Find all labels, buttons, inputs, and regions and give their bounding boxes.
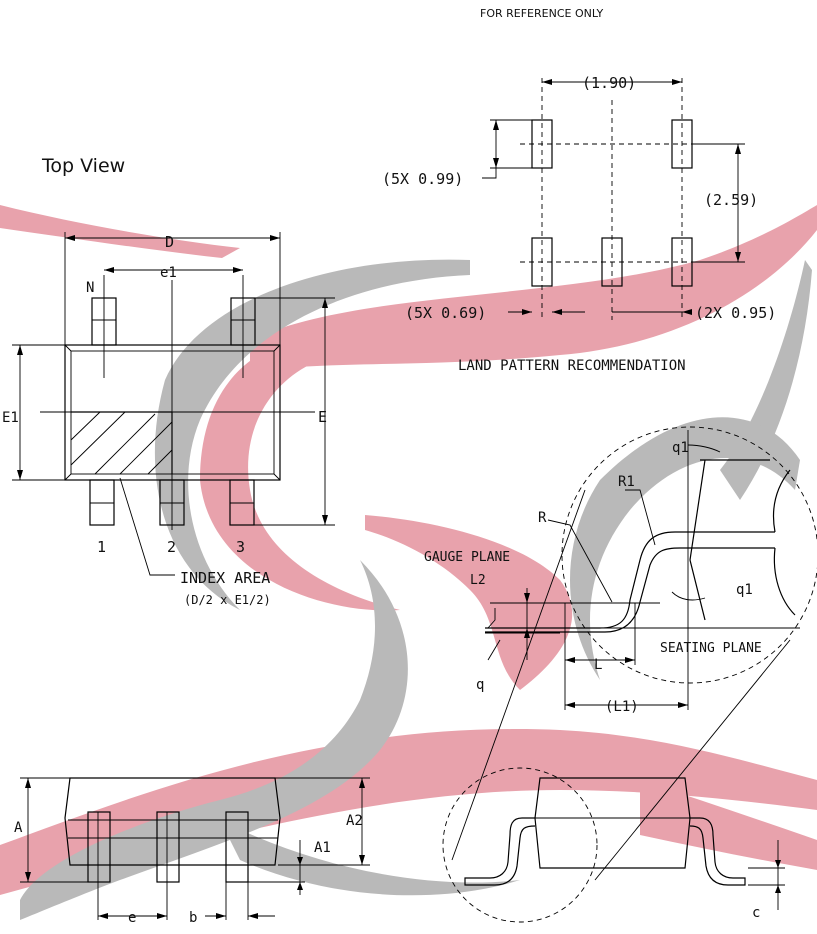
profile-lead-right bbox=[689, 817, 746, 886]
label-n: N bbox=[86, 280, 94, 296]
side-lead-1 bbox=[87, 811, 111, 883]
profile-view bbox=[464, 777, 785, 910]
watermark-logo bbox=[0, 205, 817, 920]
detail-magnify-circle bbox=[561, 426, 817, 684]
watermark-gray-arc bbox=[154, 259, 470, 610]
watermark-red-left-swirl bbox=[200, 340, 400, 611]
watermark-red-lower-right bbox=[640, 780, 817, 870]
land-pattern bbox=[482, 78, 745, 320]
watermark-gray-bottom-sweep bbox=[220, 820, 520, 896]
side-view-callout-circle bbox=[442, 767, 598, 923]
seating-plane-label: SEATING PLANE bbox=[660, 641, 762, 656]
watermark-red-mid bbox=[365, 515, 573, 690]
label-r: R bbox=[538, 510, 547, 526]
label-a1: A1 bbox=[314, 840, 331, 856]
label-l: L bbox=[594, 657, 602, 673]
watermark-gray-right-arc bbox=[570, 417, 800, 680]
gauge-plane-label: GAUGE PLANE bbox=[424, 550, 510, 565]
top-view bbox=[12, 232, 335, 576]
profile-lead-left bbox=[464, 817, 536, 886]
lead-pin3 bbox=[229, 479, 255, 526]
label-q1-side: q1 bbox=[736, 582, 753, 598]
dim-pitch: (2X 0.95) bbox=[695, 304, 776, 322]
watermark-gray-tail bbox=[20, 560, 408, 920]
label-q1-top: q1 bbox=[672, 440, 689, 456]
side-view bbox=[20, 777, 370, 920]
pin-3-label: 3 bbox=[236, 538, 245, 556]
label-e: E bbox=[318, 408, 327, 426]
top-view-title: Top View bbox=[41, 155, 125, 177]
dim-pad-wid: (5X 0.69) bbox=[405, 304, 486, 322]
dim-row-span: (2.59) bbox=[704, 191, 758, 209]
label-e-pitch: e bbox=[128, 910, 136, 926]
pin-1-label: 1 bbox=[97, 538, 106, 556]
label-l2: L2 bbox=[470, 573, 486, 588]
label-d: D bbox=[165, 233, 174, 251]
label-a: A bbox=[14, 820, 23, 836]
side-lead-2 bbox=[156, 811, 180, 883]
index-area-formula: (D/2 x E1/2) bbox=[184, 593, 271, 607]
label-c: c bbox=[752, 905, 760, 921]
watermark-red-lower bbox=[0, 729, 817, 895]
watermark-red-right-arm bbox=[250, 205, 817, 372]
lead-pin1 bbox=[89, 479, 115, 526]
label-r1: R1 bbox=[618, 474, 635, 490]
lead-profile bbox=[485, 531, 775, 629]
pin-2-label: 2 bbox=[167, 538, 176, 556]
index-area-label: INDEX AREA bbox=[180, 569, 270, 587]
label-a2: A2 bbox=[346, 813, 363, 829]
land-pattern-title: LAND PATTERN RECOMMENDATION bbox=[458, 358, 686, 374]
label-l1: (L1) bbox=[605, 699, 639, 715]
label-e1-side: E1 bbox=[2, 410, 19, 426]
reference-note: FOR REFERENCE ONLY bbox=[480, 7, 603, 20]
detail-view bbox=[442, 426, 817, 923]
label-q: q bbox=[476, 677, 484, 693]
watermark-red-top bbox=[0, 205, 240, 258]
side-lead-3 bbox=[225, 811, 249, 883]
dim-pitch-x: (1.90) bbox=[582, 74, 636, 92]
label-b: b bbox=[189, 910, 197, 926]
dim-pad-len: (5X 0.99) bbox=[382, 170, 463, 188]
label-e1: e1 bbox=[160, 265, 177, 281]
